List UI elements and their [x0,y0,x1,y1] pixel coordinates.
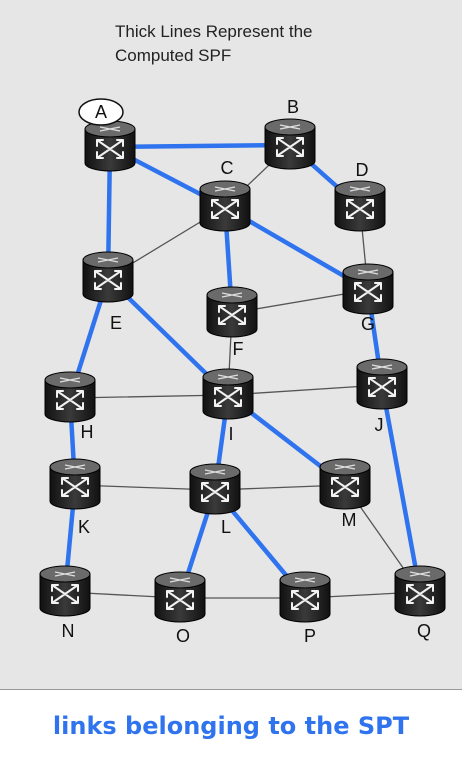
router-cross-arrows [214,387,242,407]
router-cross-arrows [51,584,79,604]
router-label-o: O [176,626,190,646]
router-label-f: F [233,339,244,359]
router-d [334,180,386,232]
router-top-arrows [54,571,76,577]
router-label-m: M [342,510,357,530]
router-cross-arrows [368,377,396,397]
router-label-a: A [95,102,107,122]
router-cross-arrows [291,590,319,610]
router-cross-arrows [96,139,124,159]
router-label-e: E [110,313,122,333]
router-cross-arrows [201,482,229,502]
router-label-n: N [62,621,75,641]
network-diagram: Thick Lines Represent the Computed SPF A… [39,22,446,646]
router-a [84,120,136,172]
link-h-i [69,394,229,399]
router-label-c: C [221,158,234,178]
router-top-arrows [169,577,191,583]
router-cross-arrows [166,590,194,610]
router-cross-arrows [406,584,434,604]
router-top-arrows [349,186,371,192]
router-k [49,458,101,510]
link-i-j [227,384,383,396]
router-cross-arrows [346,199,374,219]
router-i [202,368,254,420]
router-label-i: I [228,424,233,444]
router-label-l: L [221,517,231,537]
figure-title-line-1: Thick Lines Represent the [115,22,313,41]
router-top-arrows [221,292,243,298]
spf-link-j-q [379,382,423,595]
routers-layer: A B C D E F G H I J K L M N O P Q [39,97,446,646]
router-cross-arrows [331,477,359,497]
router-n [39,565,91,617]
router-top-arrows [59,377,81,383]
router-label-k: K [78,517,90,537]
router-p [279,571,331,623]
router-top-arrows [64,464,86,470]
router-l [189,463,241,515]
router-cross-arrows [354,282,382,302]
router-cross-arrows [61,477,89,497]
router-top-arrows [334,464,356,470]
router-cross-arrows [218,305,246,325]
router-cross-arrows [276,137,304,157]
router-label-b: B [287,97,299,117]
router-top-arrows [204,469,226,475]
spf-link-a-b [107,142,293,150]
router-o [154,571,206,623]
router-f [206,286,258,338]
router-top-arrows [357,269,379,275]
router-label-d: D [356,160,369,180]
router-b [264,118,316,170]
router-top-arrows [217,374,239,380]
figure-title-line-2: Computed SPF [115,46,231,65]
caption: links belonging to the SPT [52,712,410,740]
router-q [394,565,446,617]
router-top-arrows [409,571,431,577]
router-top-arrows [97,257,119,263]
spf-figure: Thick Lines Represent the Computed SPF A… [0,0,462,690]
router-top-arrows [99,126,121,132]
router-label-g: G [361,314,375,334]
router-cross-arrows [211,199,239,219]
root-node-highlight [78,98,124,126]
router-h [44,371,96,423]
router-e [82,251,134,303]
router-label-j: J [375,415,384,435]
router-top-arrows [214,186,236,192]
router-c [199,180,251,232]
router-top-arrows [371,364,393,370]
router-top-arrows [279,124,301,130]
router-g [342,263,394,315]
router-m [319,458,371,510]
router-j [356,358,408,410]
router-label-p: P [304,626,316,646]
router-label-q: Q [417,621,431,641]
figure-bottom-border [0,689,462,690]
router-cross-arrows [56,390,84,410]
router-cross-arrows [94,270,122,290]
router-top-arrows [294,577,316,583]
router-label-h: H [81,422,94,442]
